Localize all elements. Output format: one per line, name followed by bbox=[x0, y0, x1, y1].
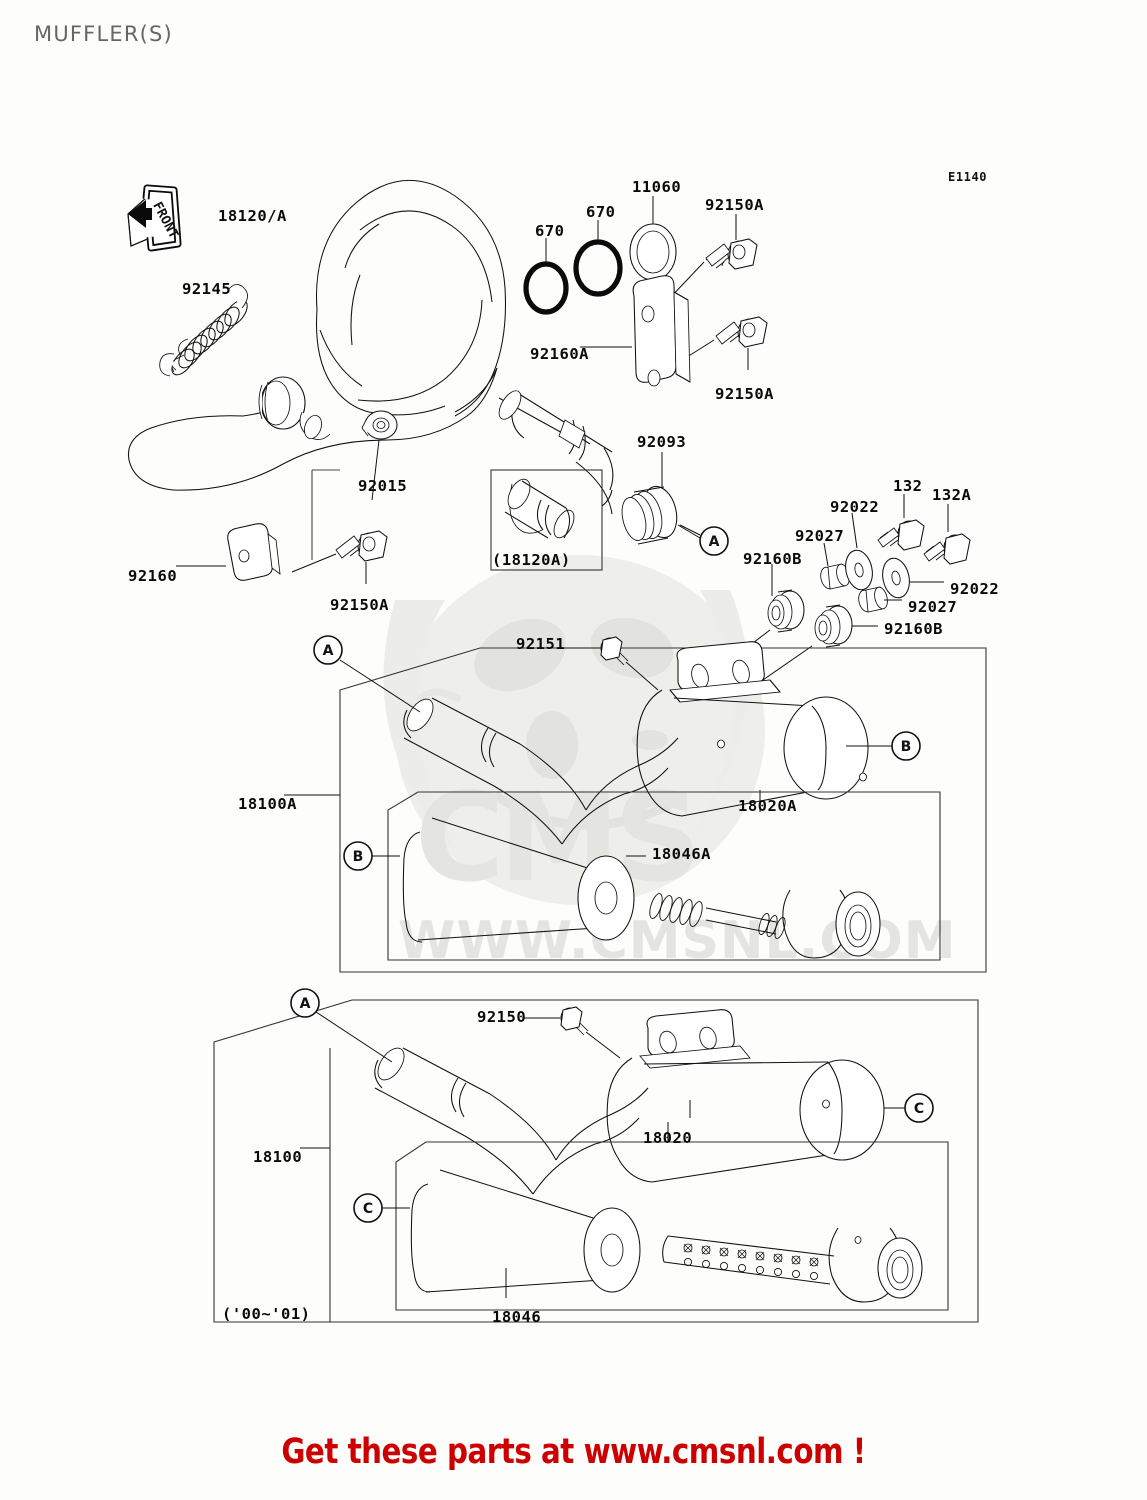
gasket-11060 bbox=[629, 196, 677, 281]
callout-92150A-2: 92150A bbox=[715, 385, 774, 403]
assembly-18100A bbox=[284, 636, 987, 973]
callout-92150: 92150 bbox=[477, 1008, 527, 1026]
muffler-pipe-18100A bbox=[403, 697, 679, 845]
bolt-92150A-upper bbox=[667, 214, 758, 301]
callout-92150A-1: 92150A bbox=[705, 196, 764, 214]
callout-18100A: 18100A bbox=[238, 795, 297, 813]
marker-C-2: C bbox=[353, 1193, 383, 1223]
muffler-pipe-18100 bbox=[374, 1047, 649, 1195]
inner-box-18046A bbox=[372, 791, 941, 961]
callout-18020: 18020 bbox=[643, 1129, 693, 1147]
oring-670-second bbox=[573, 220, 623, 297]
collar-92027-left bbox=[820, 542, 850, 590]
washer-92022-left bbox=[845, 512, 873, 591]
muffler-bracket-upper bbox=[669, 641, 781, 703]
marker-C-1: C bbox=[904, 1093, 934, 1123]
oring-670-first bbox=[523, 238, 569, 315]
callout-18046A: 18046A bbox=[652, 845, 711, 863]
marker-B-2: B bbox=[343, 841, 373, 871]
svg-text:B: B bbox=[901, 739, 912, 755]
bracket-92160A bbox=[580, 275, 691, 387]
callout-92027-2: 92027 bbox=[908, 598, 958, 616]
marker-A-1: A bbox=[699, 526, 729, 556]
watermark-logo: CMS WWW.CMSNL.COM bbox=[383, 555, 955, 971]
damper-92160 bbox=[176, 523, 281, 581]
bolt-92150A-lower bbox=[675, 316, 768, 370]
callout-18020A: 18020A bbox=[738, 797, 797, 815]
exhaust-pipe-18120A bbox=[127, 179, 614, 515]
callout-92160B-2: 92160B bbox=[884, 620, 943, 638]
grommet-92160B-right bbox=[814, 604, 878, 648]
bolt-92150 bbox=[524, 1006, 621, 1059]
callout-18046: 18046 bbox=[492, 1308, 542, 1326]
parts-diagram: CMS WWW.CMSNL.COM FRONT bbox=[127, 179, 987, 1323]
seal-92093 bbox=[621, 452, 701, 545]
baffle-18046A bbox=[402, 817, 881, 959]
hardware-cluster bbox=[719, 494, 971, 683]
bolt-92150A-left bbox=[291, 469, 388, 584]
collar-92027-right bbox=[858, 586, 902, 613]
callout-132A: 132A bbox=[932, 486, 972, 504]
callout-670-a: 670 bbox=[535, 222, 565, 240]
marker-B-1: B bbox=[891, 731, 921, 761]
washer-92022-right bbox=[882, 557, 944, 599]
callout-92145: 92145 bbox=[182, 280, 232, 298]
callout-92093: 92093 bbox=[637, 433, 687, 451]
callout-11060: 11060 bbox=[632, 178, 682, 196]
callout-18120A: 18120/A bbox=[218, 207, 287, 225]
callout-92027-1: 92027 bbox=[795, 527, 845, 545]
svg-text:B: B bbox=[353, 849, 364, 865]
bolt-132 bbox=[877, 494, 925, 551]
callout-year-range: ('00~'01) bbox=[222, 1305, 311, 1323]
svg-text:CMS: CMS bbox=[415, 767, 696, 909]
callout-92150A-3: 92150A bbox=[330, 596, 389, 614]
muffler-body-18020 bbox=[606, 1057, 902, 1183]
svg-text:A: A bbox=[300, 996, 311, 1012]
svg-text:A: A bbox=[323, 643, 334, 659]
bolt-132A bbox=[923, 504, 971, 565]
marker-A-3: A bbox=[290, 988, 320, 1018]
svg-text:A: A bbox=[709, 534, 720, 550]
callout-18100: 18100 bbox=[253, 1148, 303, 1166]
assembly-18100 bbox=[213, 999, 979, 1323]
muffler-body-18020A bbox=[636, 689, 890, 817]
footer-promo-text: Get these parts at www.cmsnl.com ! bbox=[281, 1432, 866, 1472]
marker-A-2: A bbox=[313, 635, 343, 665]
callout-92022-2: 92022 bbox=[950, 580, 1000, 598]
callout-92015: 92015 bbox=[358, 477, 408, 495]
baffle-18046 bbox=[410, 1169, 923, 1303]
callout-132: 132 bbox=[893, 477, 923, 495]
pipe-fitting-left bbox=[299, 411, 331, 440]
inner-box-18046 bbox=[382, 1141, 949, 1311]
callout-92160: 92160 bbox=[128, 567, 178, 585]
callout-92151: 92151 bbox=[516, 635, 566, 653]
callout-92160A: 92160A bbox=[530, 345, 589, 363]
callout-670-b: 670 bbox=[586, 203, 616, 221]
svg-text:C: C bbox=[914, 1101, 924, 1117]
grommet-92160B-left bbox=[767, 564, 805, 633]
svg-text:C: C bbox=[363, 1201, 373, 1217]
bolt-92151 bbox=[560, 636, 659, 691]
front-arrow-badge: FRONT bbox=[127, 184, 182, 252]
reference-code: E1140 bbox=[948, 170, 988, 184]
spring-92145 bbox=[159, 284, 248, 377]
callout-18120A-inset: (18120A) bbox=[492, 551, 571, 569]
page-title: MUFFLER(S) bbox=[34, 22, 173, 46]
perforated-tube bbox=[662, 1235, 835, 1285]
callout-92022-1: 92022 bbox=[830, 498, 880, 516]
pipe-18120A-inset bbox=[504, 478, 575, 539]
nut-92015 bbox=[361, 410, 398, 501]
callout-92160B-1: 92160B bbox=[743, 550, 802, 568]
inset-box-18120A bbox=[490, 469, 603, 571]
muffler-bracket-lower bbox=[639, 1009, 751, 1069]
